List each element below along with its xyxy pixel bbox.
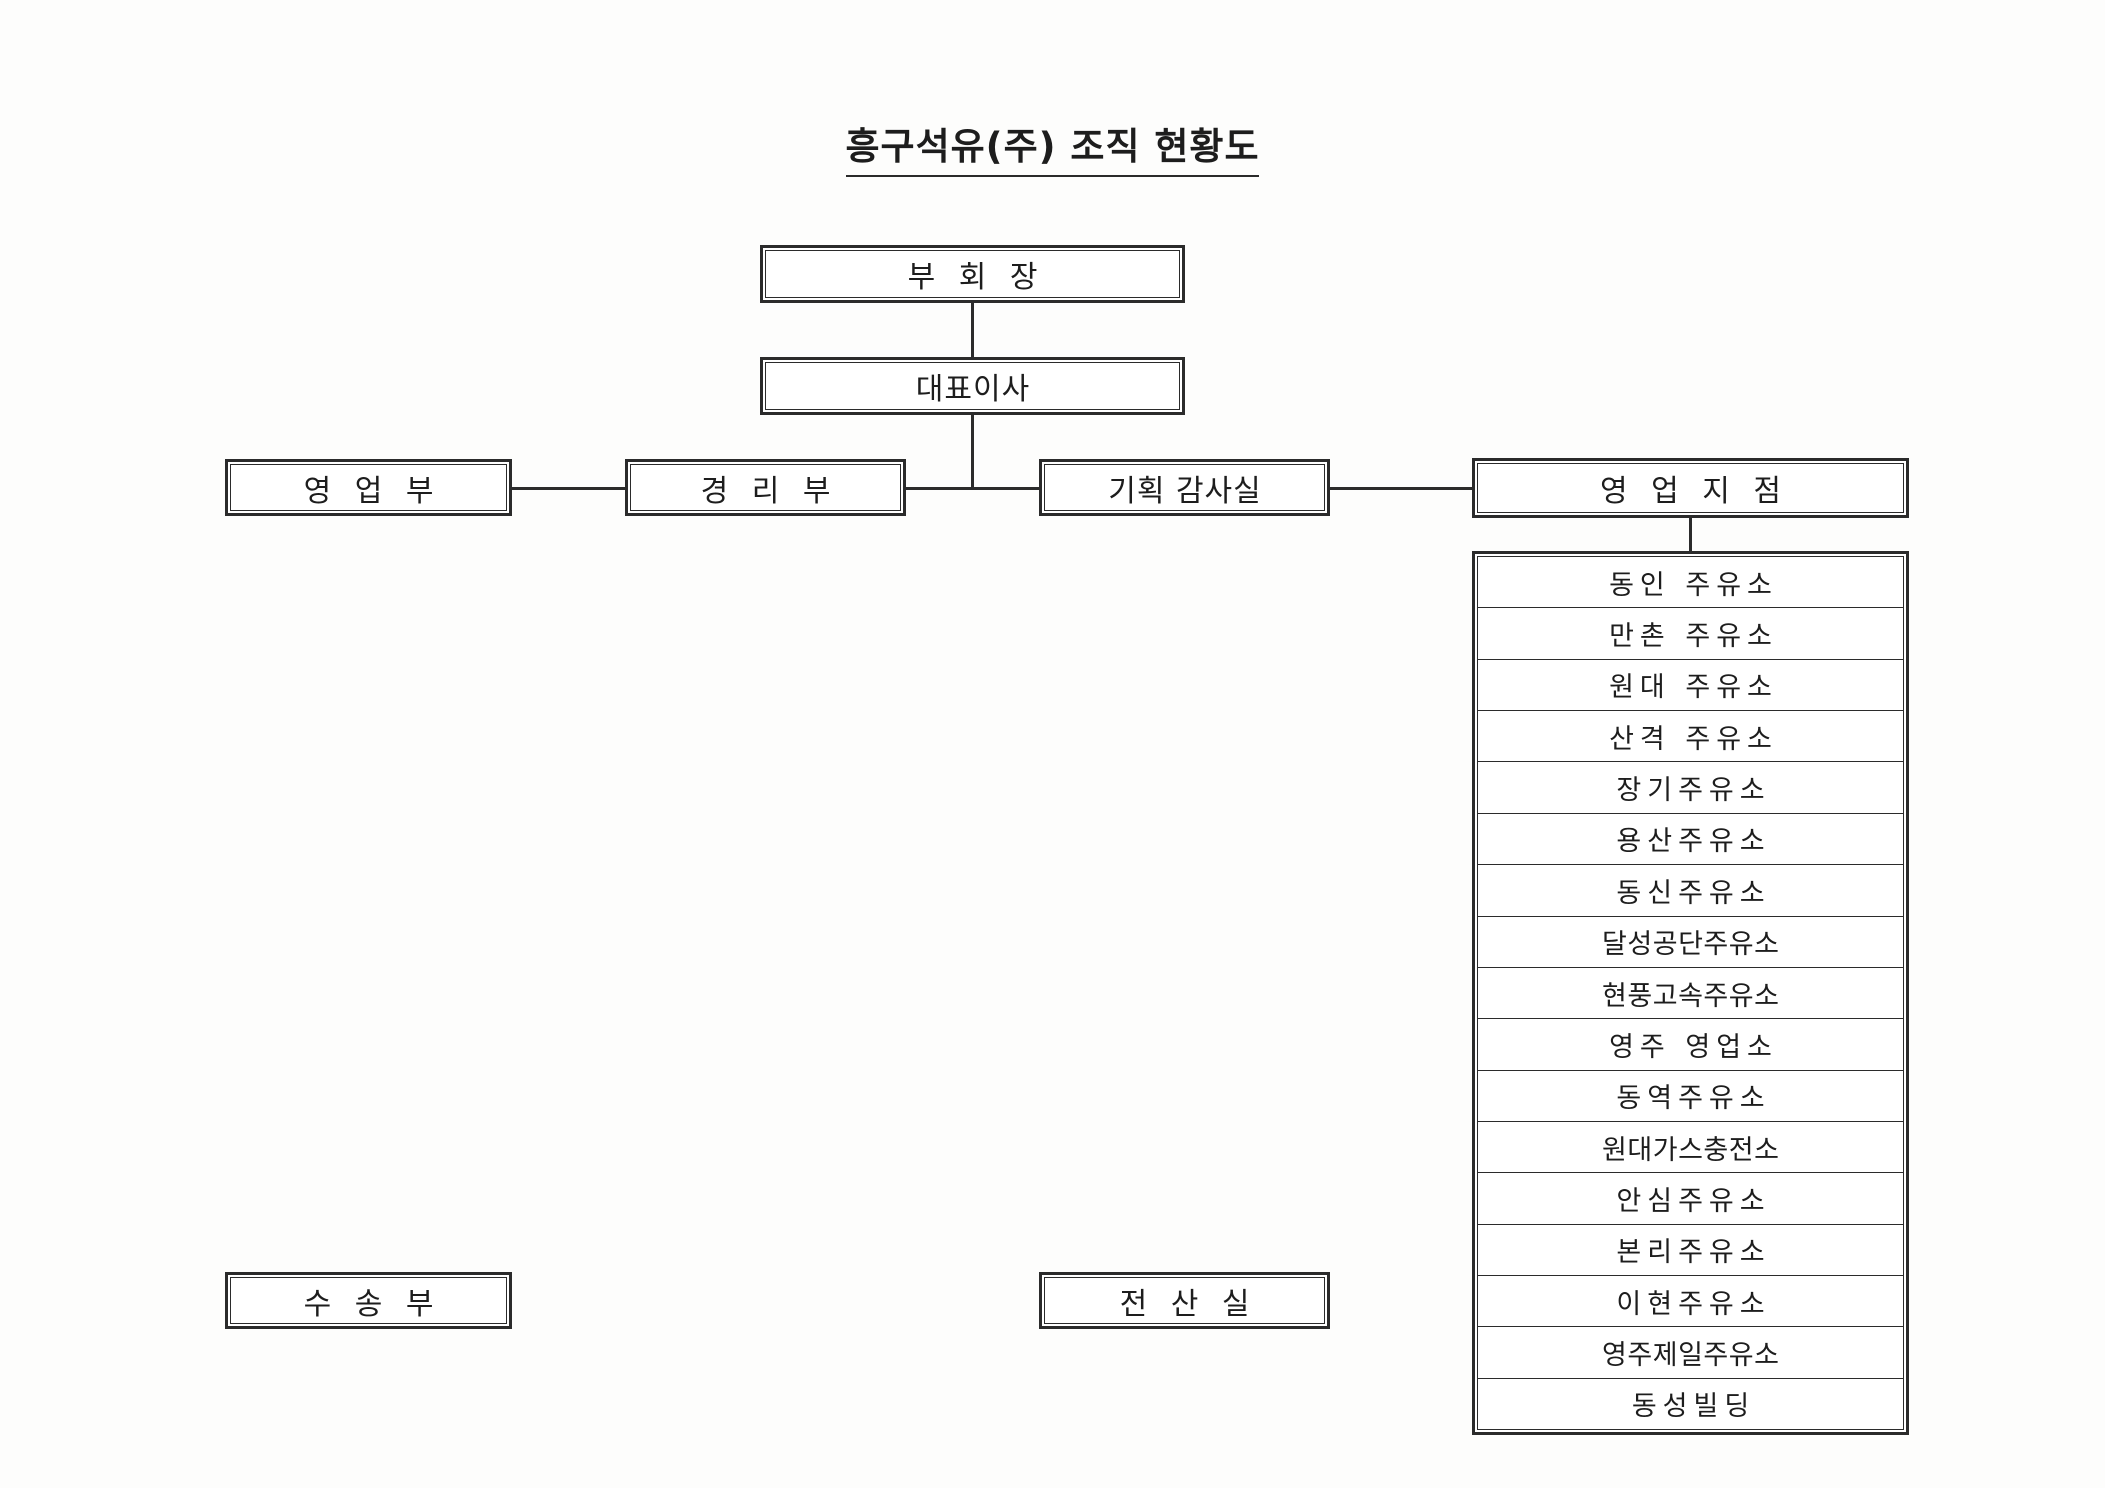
branch-list-item-label: 동역주유소 — [1616, 1083, 1771, 1115]
connector-ceo-to-department-bus — [971, 415, 974, 488]
node-it-room-label: 전 산 실 — [1119, 1286, 1257, 1322]
node-planning-audit-office[interactable]: 기획 감사실 — [1039, 459, 1330, 516]
branch-list-item-label: 만촌 주유소 — [1609, 621, 1778, 653]
branch-list-item[interactable]: 영주제일주유소 — [1478, 1327, 1903, 1379]
branch-list-item[interactable]: 원대 주유소 — [1478, 660, 1903, 712]
branch-list-item-label: 동신주유소 — [1616, 877, 1771, 909]
branch-list-item[interactable]: 용산주유소 — [1478, 814, 1903, 866]
branch-list-item-label: 원대 주유소 — [1609, 672, 1778, 704]
connector-branches-to-list — [1689, 518, 1692, 551]
connector-vice-chairman-to-ceo — [971, 303, 974, 357]
node-sales-branches[interactable]: 영 업 지 점 — [1472, 458, 1909, 518]
branch-list-item[interactable]: 산격 주유소 — [1478, 711, 1903, 763]
branch-list-item-label: 이현주유소 — [1616, 1288, 1771, 1320]
node-ceo[interactable]: 대표이사 — [760, 357, 1185, 415]
branch-list-item[interactable]: 장기주유소 — [1478, 762, 1903, 814]
branch-list-item[interactable]: 이현주유소 — [1478, 1276, 1903, 1328]
connector-sales-to-accounting — [512, 487, 625, 490]
page-title: 흥구석유(주) 조직 현황도 — [0, 116, 2105, 177]
branch-list-item[interactable]: 본리주유소 — [1478, 1225, 1903, 1277]
node-sales-branches-label: 영 업 지 점 — [1599, 474, 1788, 509]
node-ceo-label: 대표이사 — [915, 372, 1031, 407]
branch-list-item-label: 안심주유소 — [1616, 1185, 1771, 1217]
node-transport-dept[interactable]: 수 송 부 — [225, 1272, 512, 1329]
branch-list-item[interactable]: 동신주유소 — [1478, 865, 1903, 917]
branch-list-item-label: 영주제일주유소 — [1602, 1340, 1780, 1372]
node-vice-chairman-label: 부 회 장 — [907, 260, 1045, 295]
branch-list-item[interactable]: 동역주유소 — [1478, 1071, 1903, 1122]
branch-list-item-label: 동인 주유소 — [1609, 569, 1778, 601]
node-sales-dept[interactable]: 영 업 부 — [225, 459, 512, 516]
connector-accounting-to-planning — [906, 487, 1039, 490]
branch-list-item[interactable]: 안심주유소 — [1478, 1173, 1903, 1225]
branch-list-item[interactable]: 달성공단주유소 — [1478, 917, 1903, 968]
branch-list-item[interactable]: 원대가스충전소 — [1478, 1122, 1903, 1174]
branch-list-item-label: 동성빌딩 — [1631, 1391, 1756, 1423]
branch-list-item[interactable]: 만촌 주유소 — [1478, 608, 1903, 660]
branch-list-item-label: 본리주유소 — [1616, 1237, 1771, 1269]
connector-planning-to-branches — [1330, 487, 1472, 490]
node-planning-audit-office-label: 기획 감사실 — [1108, 473, 1262, 509]
node-accounting-dept[interactable]: 경 리 부 — [625, 459, 906, 516]
branch-list-item-label: 장기주유소 — [1616, 775, 1771, 807]
node-it-room[interactable]: 전 산 실 — [1039, 1272, 1330, 1329]
branch-list-item[interactable]: 영주 영업소 — [1478, 1019, 1903, 1071]
node-accounting-dept-label: 경 리 부 — [700, 473, 838, 509]
branch-list-item-label: 달성공단주유소 — [1602, 929, 1780, 961]
branch-list-item-label: 현풍고속주유소 — [1602, 980, 1780, 1012]
branch-list-item-label: 용산주유소 — [1616, 826, 1771, 858]
node-sales-dept-label: 영 업 부 — [303, 473, 441, 509]
branch-list-item[interactable]: 동성빌딩 — [1478, 1379, 1903, 1429]
node-transport-dept-label: 수 송 부 — [303, 1286, 441, 1322]
branch-list-item-label: 산격 주유소 — [1609, 723, 1778, 755]
branch-list-item-label: 영주 영업소 — [1609, 1031, 1778, 1063]
node-vice-chairman[interactable]: 부 회 장 — [760, 245, 1185, 303]
branch-list-item-label: 원대가스충전소 — [1602, 1134, 1780, 1166]
page-title-text: 흥구석유(주) 조직 현황도 — [845, 116, 1260, 177]
branch-list-item[interactable]: 현풍고속주유소 — [1478, 968, 1903, 1020]
branch-list-item[interactable]: 동인 주유소 — [1478, 557, 1903, 609]
